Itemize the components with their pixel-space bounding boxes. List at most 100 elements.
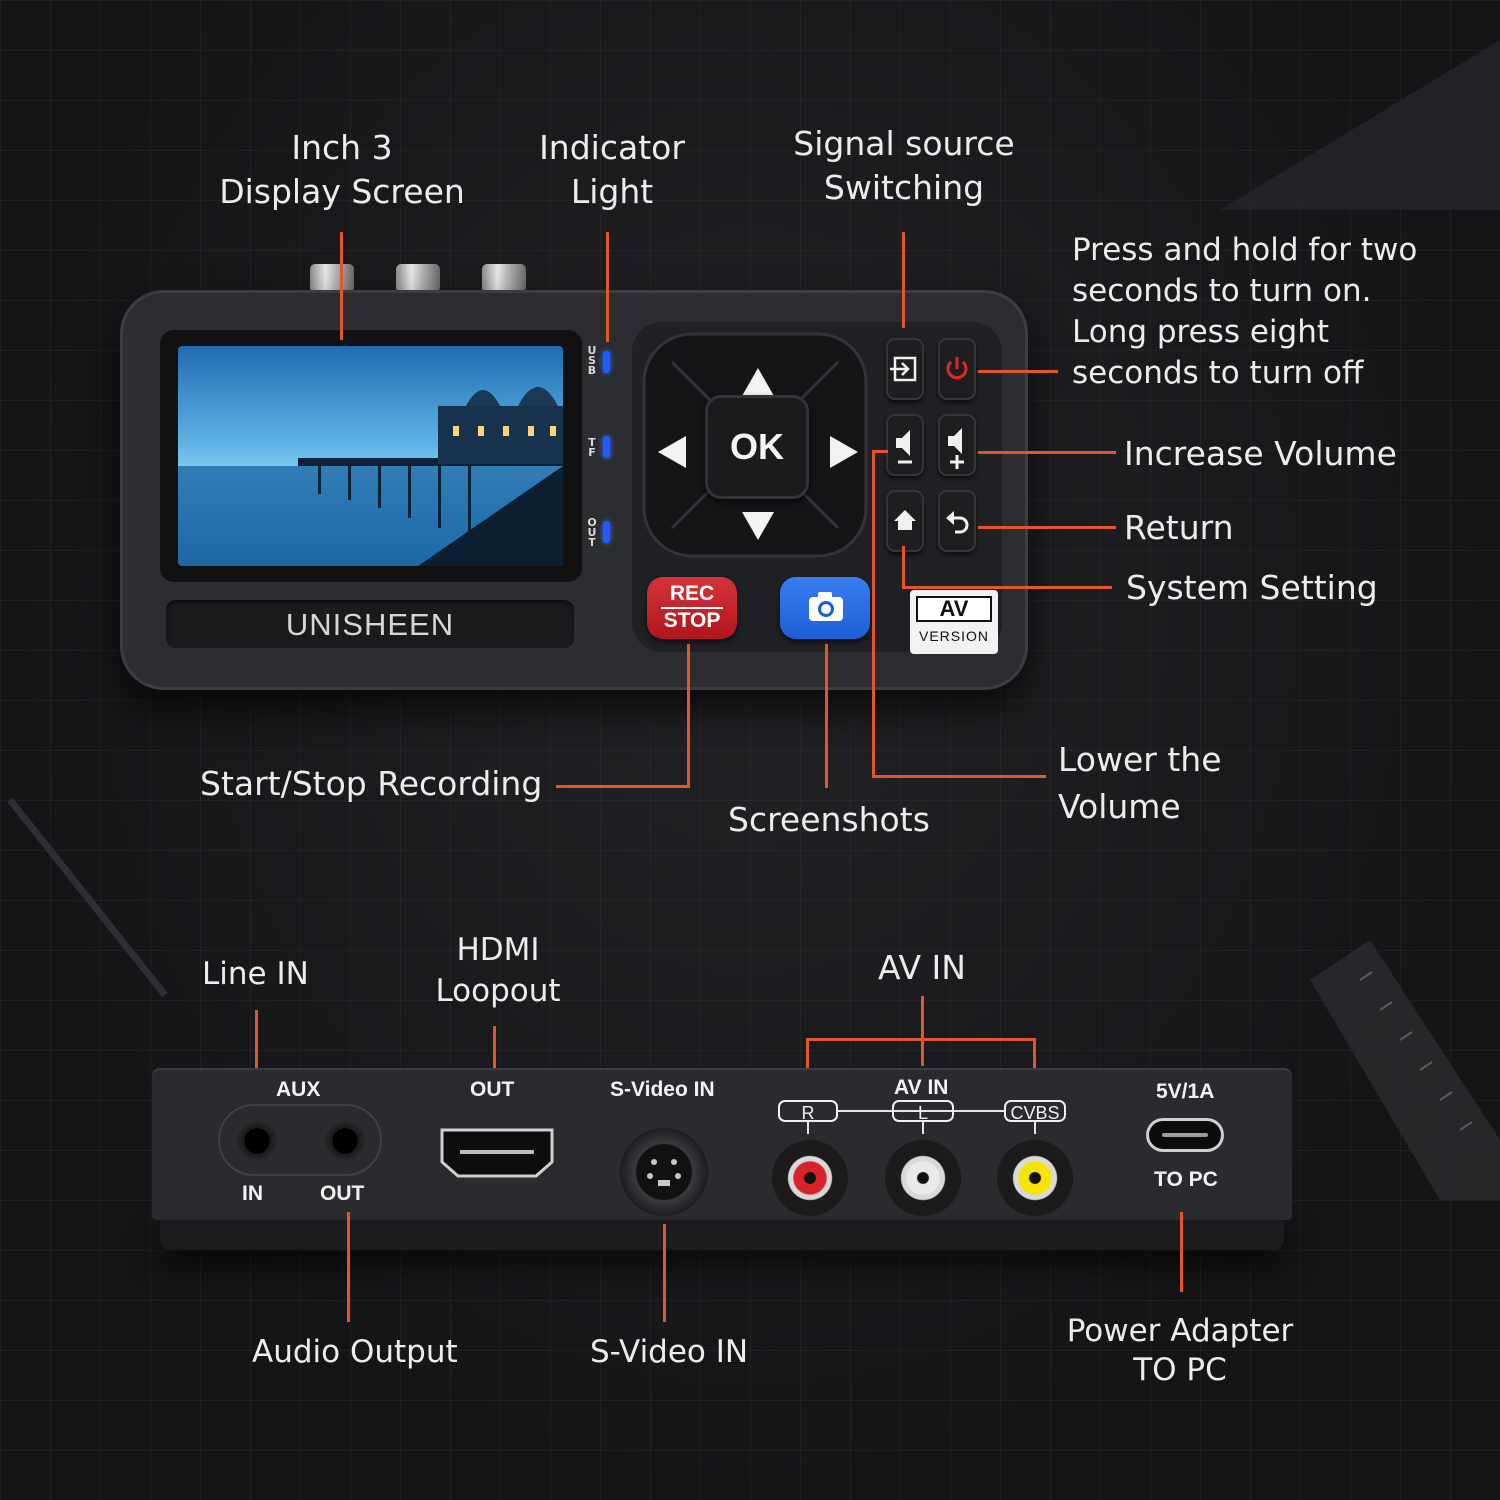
display-screen-line1: Inch 3 [291,128,393,167]
system-callout-line-h [902,586,1112,589]
aux-port-group [218,1104,382,1176]
svideo-port[interactable] [620,1128,708,1216]
device-front: USB TF OUT UNISHEEN OK [120,290,1028,690]
left-arrow-icon[interactable] [656,434,688,470]
indicator-callout-line [606,232,609,342]
device-back: AUX IN OUT OUT S-Video IN AV IN R L CVBS [152,1068,1292,1220]
volume-down-callout-line-h1 [872,450,888,453]
volume-down-callout-line-h2 [872,775,1046,778]
tf-indicator-light [603,436,610,458]
av-in-callout-line-h [806,1038,1036,1041]
system-callout-line-v [902,546,905,588]
home-icon [894,510,916,530]
set-square-decoration [1220,40,1500,210]
stop-label: STOP [663,609,721,632]
r-port-label: R [778,1100,838,1123]
rca-red-jack[interactable] [772,1140,848,1216]
top-knob-1 [310,264,354,290]
volume-down-callout-line-v [872,450,875,778]
audio-output-label: Audio Output [252,1334,458,1370]
rec-divider [661,607,723,609]
volume-up-button[interactable] [938,414,976,476]
screenshot-button[interactable] [780,577,870,639]
svideo-callout-line [663,1224,666,1322]
down-arrow-icon[interactable] [740,510,776,542]
home-button[interactable] [886,490,924,552]
hdmi-loopout-label: HDMI Loopout [418,930,578,1012]
rec-callout-line-v [687,644,690,788]
power-adapter-line2: TO PC [1133,1352,1227,1388]
usb-c-port[interactable] [1146,1118,1224,1152]
increase-volume-label: Increase Volume [1124,434,1397,473]
device-back-base [160,1220,1284,1250]
signal-source-line2: Switching [823,168,985,207]
volume-up-callout-line [978,451,1116,454]
signal-source-label: Signal source Switching [774,122,1034,210]
screenshots-label: Screenshots [728,800,930,839]
display-screen-line2: Display Screen [219,172,465,211]
rca-white-jack[interactable] [885,1140,961,1216]
display-screen-label: Inch 3 Display Screen [212,126,472,214]
display-screen [178,346,563,566]
power-label: Press and hold for two seconds to turn o… [1072,230,1417,394]
lower-volume-line2: Volume [1058,787,1181,826]
aux-port-label: AUX [276,1078,321,1101]
display-callout-line [340,232,343,340]
usb-c-tongue [1162,1133,1208,1137]
aux-out-label: OUT [320,1182,365,1205]
to-pc-port-label: TO PC [1154,1168,1218,1191]
ok-button[interactable]: OK [705,395,809,499]
display-bezel [160,330,582,582]
cvbs-port-label: CVBS [1004,1100,1066,1123]
power-adapter-label: Power Adapter TO PC [1060,1312,1300,1390]
power-line3: Long press eight [1072,314,1330,350]
power-callout-line [978,370,1058,373]
av-in-callout-line-cvbs [1033,1038,1036,1096]
volume-down-button[interactable] [886,414,924,476]
indicator-light-line1: Indicator [539,128,685,167]
av-badge-title: AV [916,596,992,622]
up-arrow-icon[interactable] [740,366,776,398]
power-line2: seconds to turn on. [1072,273,1372,309]
rca-yellow-jack[interactable] [997,1140,1073,1216]
l-port-label: L [892,1100,954,1123]
input-switch-icon [890,356,917,382]
screenshot-callout-line [825,644,828,788]
out-indicator-light [603,521,610,543]
line-in-label: Line IN [202,956,309,992]
return-button[interactable] [938,490,976,552]
lower-volume-label: Lower the Volume [1058,736,1222,830]
right-arrow-icon[interactable] [828,434,860,470]
rec-stop-button[interactable]: REC STOP [647,577,737,639]
power-adapter-callout-line [1180,1212,1183,1292]
indicator-light-line2: Light [570,172,654,211]
power-spec-label: 5V/1A [1156,1080,1215,1103]
aux-in-jack[interactable] [234,1118,280,1164]
camera-icon [809,592,843,621]
return-callout-line [978,526,1116,529]
aux-out-jack[interactable] [322,1118,368,1164]
av-in-label: AV IN [878,948,966,987]
return-label: Return [1124,508,1234,547]
tf-indicator-label: TF [588,436,596,459]
rec-label: REC [669,582,715,605]
svideo-in-label: S-Video IN [590,1334,749,1370]
l-tick [922,1122,924,1134]
source-switch-button[interactable] [886,338,924,400]
hdmi-loopout-line1: HDMI [456,932,540,968]
power-button[interactable] [938,338,976,400]
ruler-decoration [1310,940,1500,1200]
av-in-callout-line-v [921,996,924,1066]
volume-up-icon [948,428,964,469]
ok-label: OK [730,426,784,467]
hdmi-port[interactable] [438,1126,556,1180]
power-adapter-line1: Power Adapter [1066,1313,1294,1349]
av-version-badge: AV VERSION [910,590,998,654]
cvbs-tick [1034,1122,1036,1134]
top-knob-3 [482,264,526,290]
usb-indicator-label: USB [587,344,597,377]
power-line1: Press and hold for two [1072,232,1418,268]
av-badge-subtitle: VERSION [918,628,989,644]
source-callout-line [902,232,905,328]
